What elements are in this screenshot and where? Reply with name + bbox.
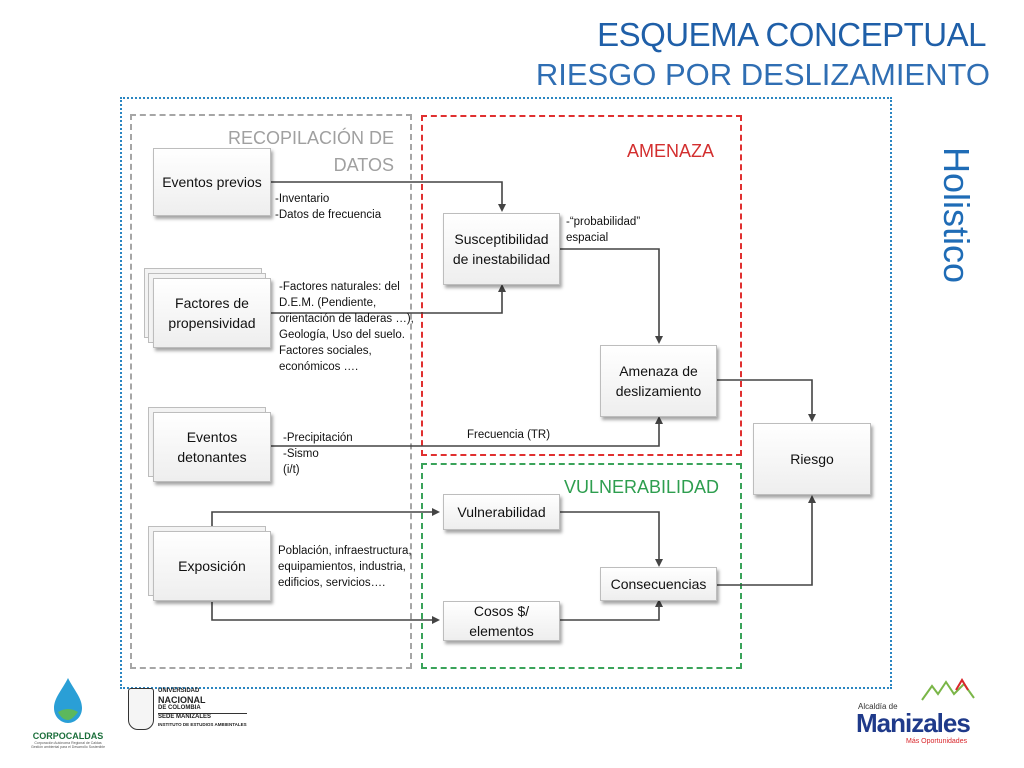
box-vulnerabilidad: Vulnerabilidad <box>443 494 560 530</box>
arrow-susceptibilidad-to-amenaza <box>560 248 663 344</box>
corpocaldas-logo: CORPOCALDAS Corporación Autónoma Regiona… <box>28 676 108 749</box>
note-probabilidad: -“probabilidad” espacial <box>566 216 641 244</box>
alcaldia-manizales-logo: Alcaldía de Manizales Más Oportunidades <box>852 676 1002 745</box>
holistic-frame <box>120 97 892 689</box>
arrow-factores-to-susceptibilidad <box>271 284 506 314</box>
arrow-exposicion-to-vulnerabilidad <box>211 508 440 530</box>
arrow-cosos-to-consecuencias <box>560 599 663 621</box>
box-exposicion: Exposición <box>153 531 271 601</box>
arrow-detonantes-to-amenaza <box>271 416 663 447</box>
box-eventos-previos: Eventos previos <box>153 148 271 216</box>
vulnerability-frame <box>421 463 742 669</box>
note-factores: -Factores naturales: del D.E.M. (Pendien… <box>279 281 414 373</box>
hazard-frame <box>421 115 742 456</box>
section-label-vulnerabilidad: VULNERABILIDAD <box>564 477 720 497</box>
skyline-icon <box>921 678 975 701</box>
shield-icon <box>128 688 154 730</box>
note-eventos-previos: -Inventario -Datos de frecuencia <box>275 193 382 221</box>
section-label-datos: RECOPILACIÓN DE DATOS <box>227 128 394 175</box>
arrow-amenaza-to-riesgo <box>717 379 816 422</box>
note-frecuencia: Frecuencia (TR) <box>467 429 551 441</box>
note-detonantes: -Precipitación -Sismo (i/t) <box>283 432 353 476</box>
arrow-eventos-to-susceptibilidad <box>271 181 506 212</box>
page-title: ESQUEMA CONCEPTUAL <box>597 16 986 53</box>
arrow-vulnerabilidad-to-consecuencias <box>560 511 663 567</box>
arrow-consecuencias-to-riesgo <box>717 495 816 586</box>
box-consecuencias: Consecuencias <box>600 567 717 601</box>
note-exposicion: Población, infraestructura, equipamiento… <box>278 545 412 589</box>
box-riesgo: Riesgo <box>753 423 871 495</box>
box-cosos-elementos: Cosos $/elementos <box>443 601 560 641</box>
section-label-amenaza: AMENAZA <box>627 141 715 161</box>
data-collection-frame <box>130 114 412 669</box>
page-subtitle: RIESGO POR DESLIZAMIENTO <box>535 57 990 92</box>
drop-icon <box>54 678 82 723</box>
arrow-exposicion-to-cosos <box>211 602 440 624</box>
